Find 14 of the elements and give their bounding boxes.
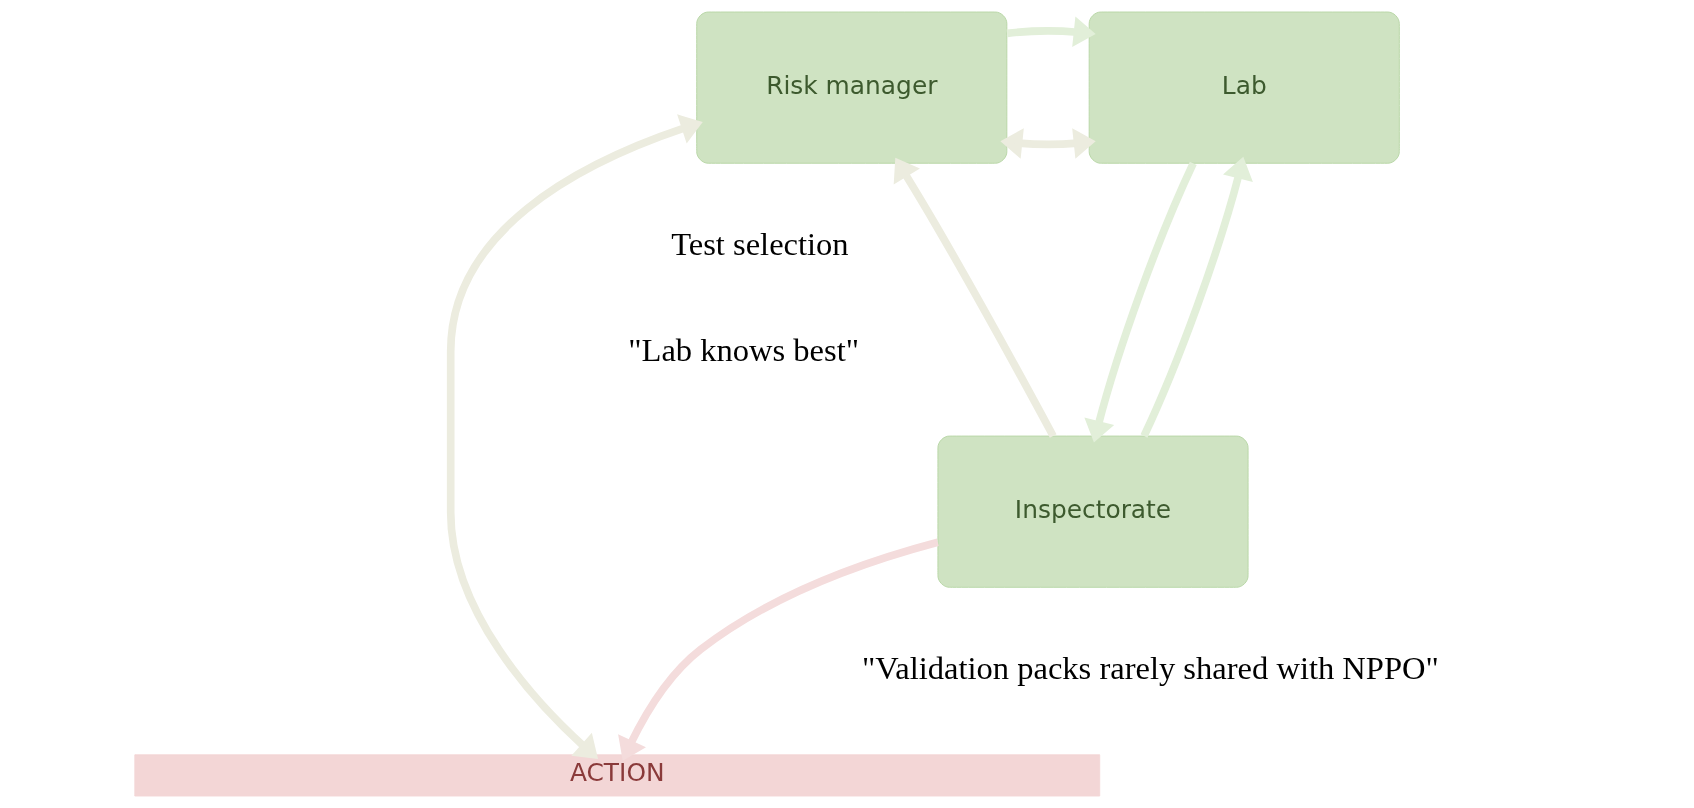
arrow <box>1006 16 1096 48</box>
arrow <box>1084 161 1197 443</box>
node-box: Risk manager <box>696 11 1008 164</box>
arrow <box>893 157 1057 438</box>
node-box: Lab <box>1088 11 1400 164</box>
label: "Validation packs rarely shared with NPPO" <box>862 650 1439 687</box>
arrow <box>1140 156 1253 438</box>
node-box: Inspectorate <box>937 435 1249 588</box>
arrow <box>446 114 703 759</box>
label: "Lab knows best" <box>628 331 859 368</box>
label: Test selection <box>671 226 849 263</box>
arrow <box>1000 128 1096 159</box>
node-box: ACTION <box>134 754 1101 797</box>
arrow <box>618 538 939 761</box>
